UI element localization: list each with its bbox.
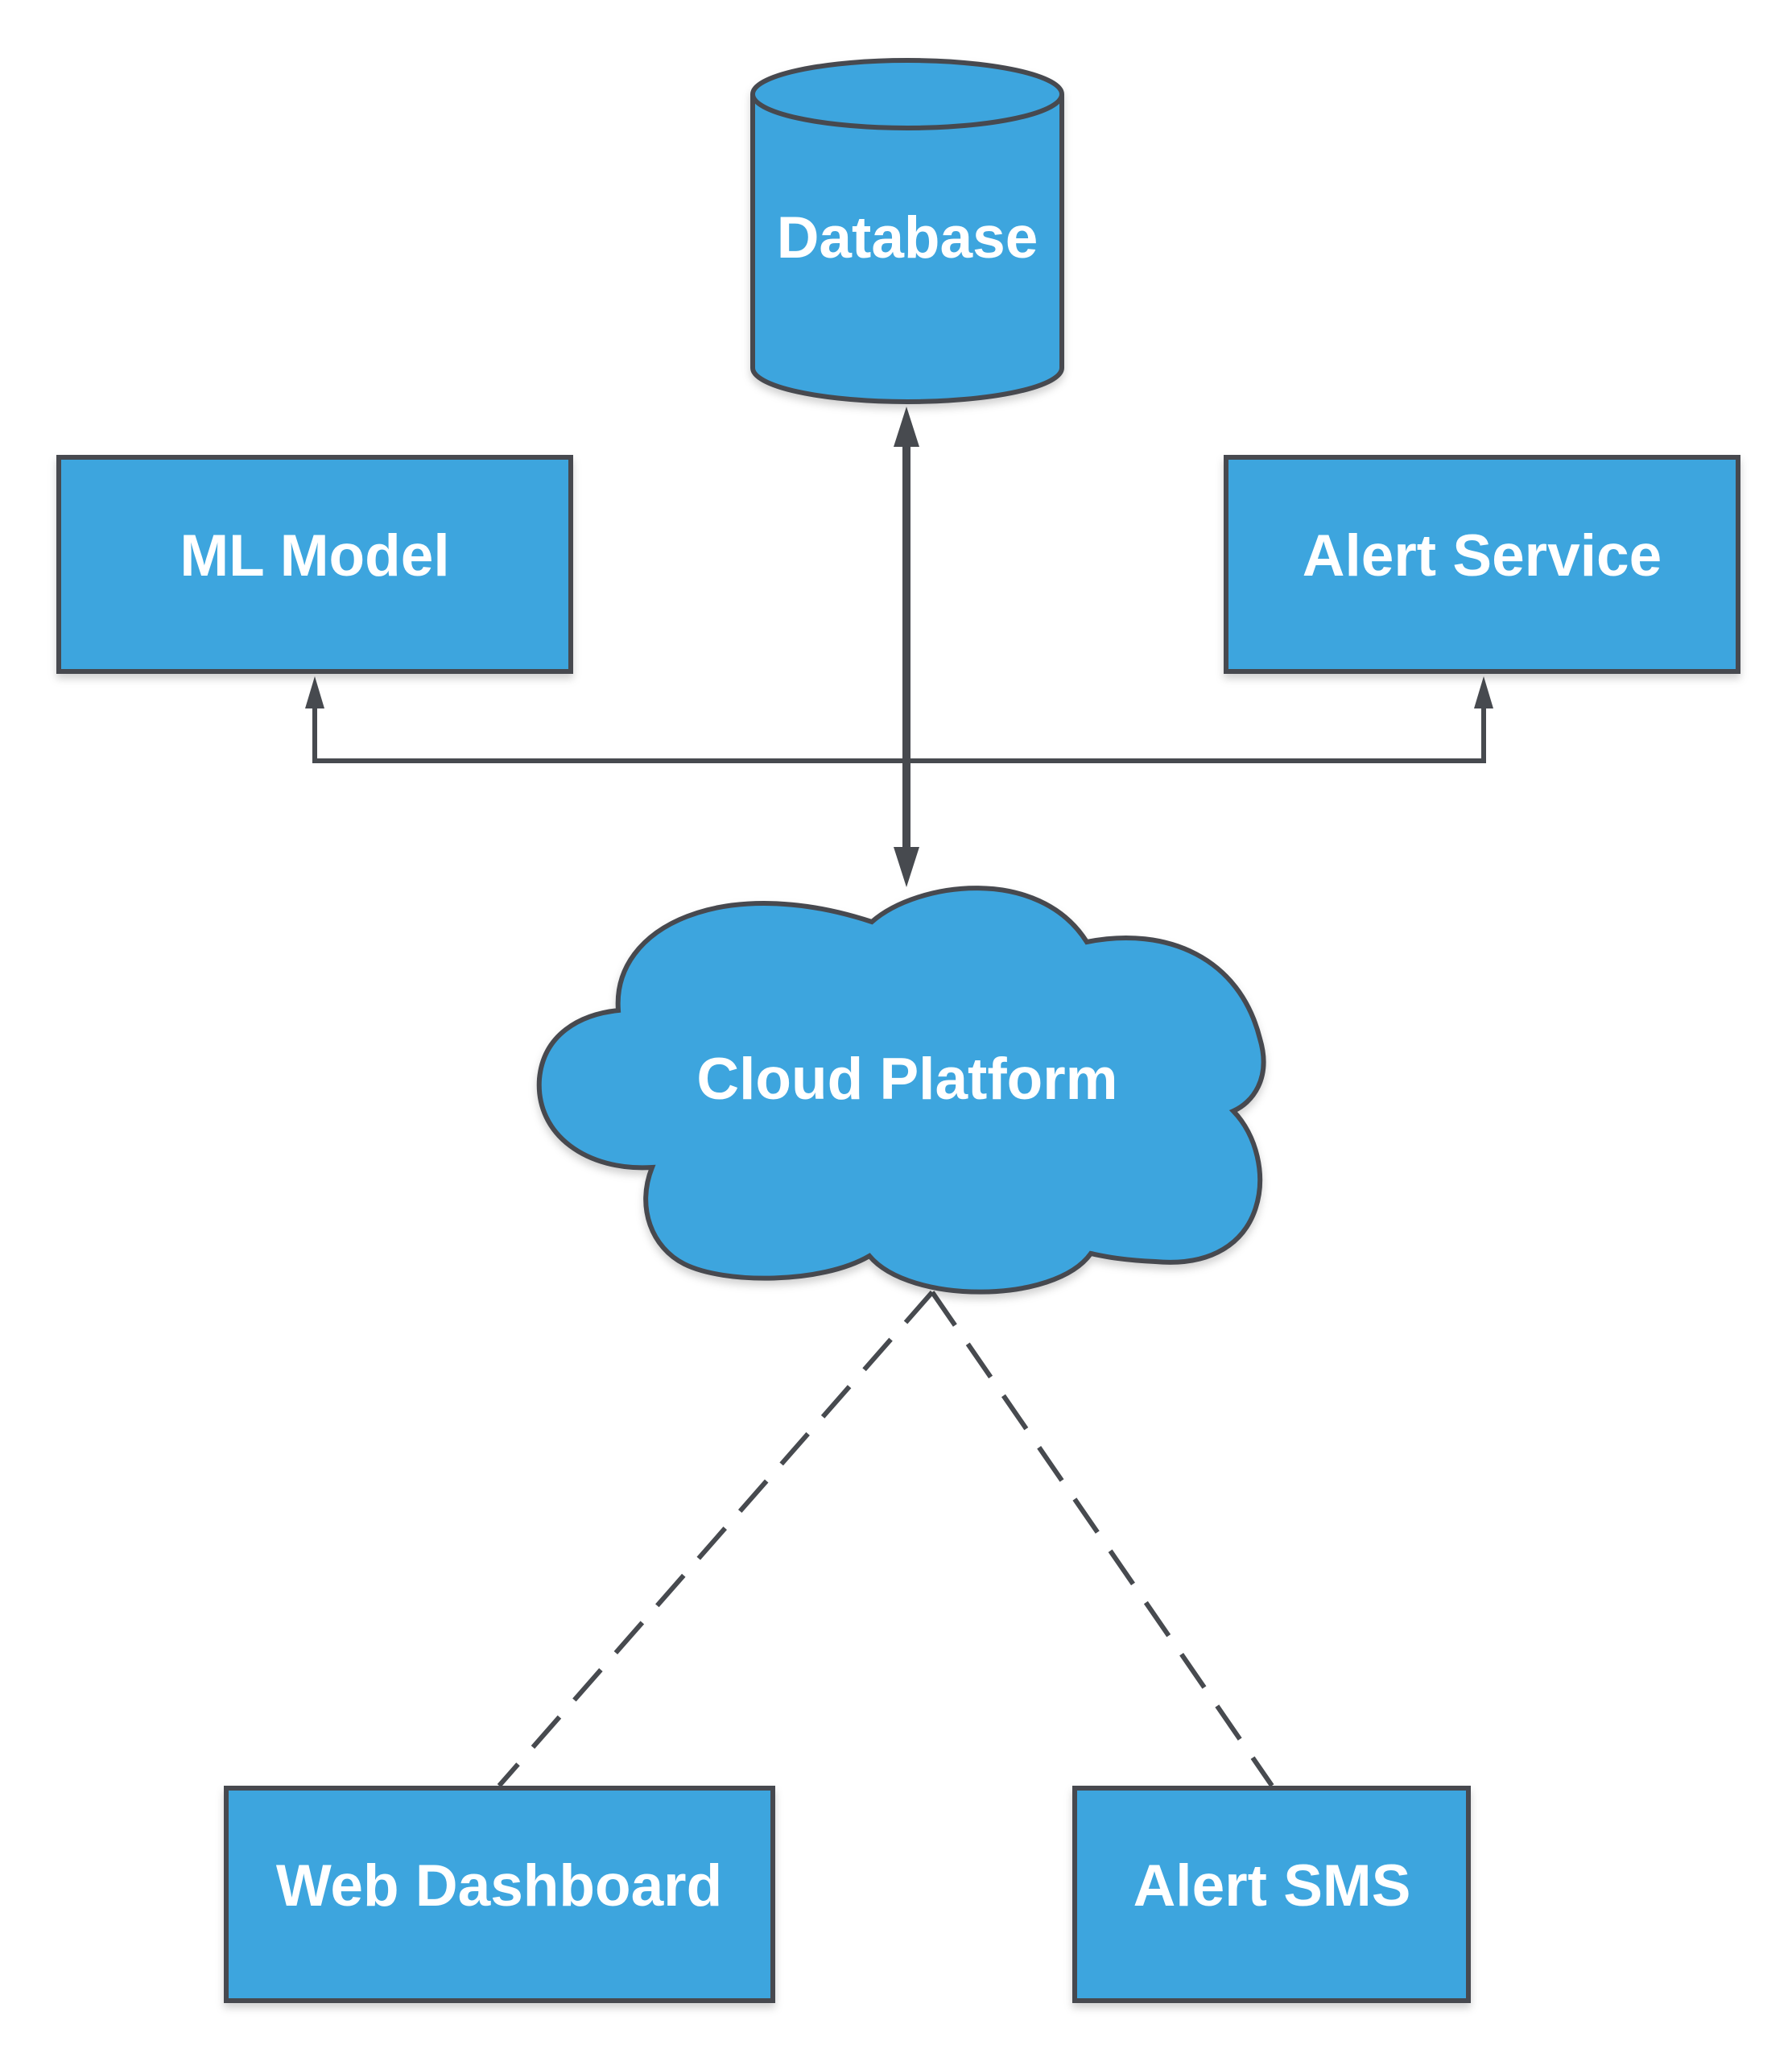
arrowhead-database	[894, 407, 919, 447]
edge-cloud-to-alert-service	[908, 700, 1486, 763]
web-dashboard-box	[224, 1786, 775, 2003]
edges	[305, 407, 1493, 1787]
node-ml-model[interactable]	[56, 455, 573, 674]
node-web-dashboard[interactable]	[224, 1786, 775, 2003]
ml-model-box	[56, 455, 573, 674]
edge-cloud-to-alert-sms	[930, 1291, 1274, 1787]
alert-service-label: Alert Service	[1303, 523, 1662, 589]
node-database[interactable]	[750, 58, 1064, 404]
alert-sms-label: Alert SMS	[1133, 1853, 1411, 1919]
arrowhead-alert-service	[1474, 676, 1493, 708]
edge-cloud-to-ml-model	[312, 700, 908, 763]
edge-cloud-to-web-dashboard	[497, 1291, 935, 1787]
database-cylinder-icon	[750, 58, 1064, 404]
node-alert-service[interactable]	[1224, 455, 1740, 674]
ml-model-label: ML Model	[180, 523, 449, 589]
cloud-platform-label: Cloud Platform	[696, 1047, 1117, 1112]
alert-service-box	[1224, 455, 1740, 674]
node-cloud-platform[interactable]	[536, 886, 1266, 1295]
alert-sms-box	[1072, 1786, 1471, 2003]
arrowhead-cloud-platform	[894, 847, 919, 887]
database-label: Database	[777, 205, 1038, 271]
node-alert-sms[interactable]	[1072, 1786, 1471, 2003]
database-cylinder-top	[750, 93, 1064, 130]
cloud-platform-cloud-icon	[536, 886, 1266, 1295]
arrowhead-ml-model	[305, 676, 324, 708]
web-dashboard-label: Web Dashboard	[276, 1853, 722, 1919]
